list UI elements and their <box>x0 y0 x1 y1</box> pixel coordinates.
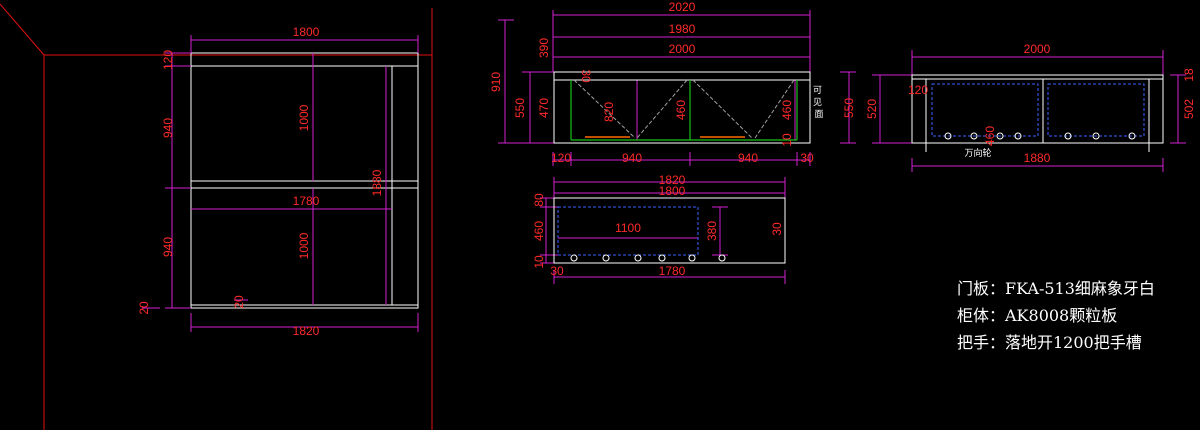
dim-c-right-h: 30 <box>770 222 784 236</box>
note-cabinet-body: 柜体：AK8008颗粒板 <box>957 306 1118 325</box>
wall-lines <box>0 3 433 430</box>
dim-a-left-h1: 120 <box>161 50 175 70</box>
dim-c-outer-width: 1820 <box>659 173 686 187</box>
label-visible-face: 可 见 面 <box>813 85 825 120</box>
dim-b-top-h: 390 <box>537 38 551 58</box>
view-d-panels <box>931 83 1145 137</box>
dim-a-right-h: 1880 <box>370 169 384 196</box>
view-d-wheels <box>944 132 1136 140</box>
view-b-frame <box>570 80 798 141</box>
dim-c-mid-h: 460 <box>532 221 546 241</box>
view-d-outline <box>911 74 1164 152</box>
dim-a-mid-width: 1780 <box>293 194 320 208</box>
view-b-ext-lines <box>498 10 856 166</box>
dim-c-bottom-h: 10 <box>532 255 546 269</box>
dim-a-left-h3: 940 <box>161 237 175 257</box>
dim-c-inner-width: 1800 <box>659 184 686 198</box>
dim-c-left-seg: 30 <box>550 264 564 278</box>
view-c-panel <box>557 206 699 256</box>
dim-c-panel-width: 1100 <box>615 221 641 235</box>
dim-a-inner-h2: 1000 <box>297 232 311 259</box>
dim-b-bottom-gap: 10 <box>780 133 794 147</box>
note-door-panel: 门板：FKA-513细麻象牙白 <box>957 279 1155 298</box>
dim-b-outer-width: 2020 <box>669 0 696 14</box>
dim-c-panel-h: 380 <box>705 221 719 241</box>
dim-b-seg-right: 30 <box>800 151 814 165</box>
dim-b-right-h: 550 <box>842 98 856 118</box>
dim-d-inner-h: 120 <box>908 83 928 97</box>
dim-b-mid-width: 1980 <box>669 22 696 36</box>
dim-b-corner: 30 <box>579 69 593 83</box>
view-d-ext-lines <box>872 50 1186 172</box>
dim-c-top-h: 80 <box>532 193 546 207</box>
dim-d-left-h: 520 <box>865 99 879 119</box>
dim-a-inner-h1: 1000 <box>297 104 311 131</box>
dim-b-seg2: 940 <box>738 151 758 165</box>
view-a-elevation: 1800 120 940 940 1000 1000 1880 1780 20 … <box>0 3 433 430</box>
view-b-diagonals <box>573 79 795 139</box>
dim-a-base-mid: 20 <box>232 295 246 309</box>
dim-b-left-h1: 550 <box>513 98 527 118</box>
dim-a-left-h2: 940 <box>161 118 175 138</box>
view-b-outline <box>553 71 811 144</box>
dim-d-mid-h: 460 <box>983 126 997 146</box>
label-visible-face-2: 见 <box>813 97 822 108</box>
dim-d-bottom-width: 1880 <box>1024 151 1051 165</box>
dim-d-outer-width: 2000 <box>1024 42 1051 56</box>
dim-a-top-width: 1800 <box>293 25 320 39</box>
view-d-base: 2000 520 120 502 18 460 万向轮 1880 <box>865 42 1196 172</box>
dim-a-bottom-width: 1820 <box>293 324 320 338</box>
dim-b-total-h: 910 <box>489 72 503 92</box>
view-c-plan: 1820 1800 80 460 10 1100 380 30 30 1780 <box>532 173 786 284</box>
dim-b-inner-width: 2000 <box>669 42 696 56</box>
dim-a-base-left: 20 <box>137 301 151 315</box>
dim-c-bottom-width: 1780 <box>659 264 686 278</box>
label-visible-face-3: 面 <box>814 109 823 120</box>
dim-b-leg2: 460 <box>674 100 688 120</box>
dim-b-seg-left: 120 <box>551 151 571 165</box>
dim-b-leg3: 460 <box>780 100 794 120</box>
dim-b-leg1: 820 <box>602 102 616 122</box>
dim-d-right-h: 502 <box>1182 99 1196 119</box>
view-b-front: 2020 1980 2000 910 550 470 390 30 820 46… <box>489 0 856 166</box>
view-c-wheels <box>570 254 726 262</box>
view-a-ext-lines <box>142 35 419 332</box>
note-handle: 把手：落地开1200把手槽 <box>957 333 1142 352</box>
label-visible-face-1: 可 <box>813 85 822 96</box>
dim-b-seg1: 940 <box>622 151 642 165</box>
dim-d-right-h2: 18 <box>1182 68 1196 82</box>
dim-b-left-h2: 470 <box>537 98 551 118</box>
view-c-outline <box>553 197 786 264</box>
label-caster-wheel: 万向轮 <box>964 147 991 159</box>
